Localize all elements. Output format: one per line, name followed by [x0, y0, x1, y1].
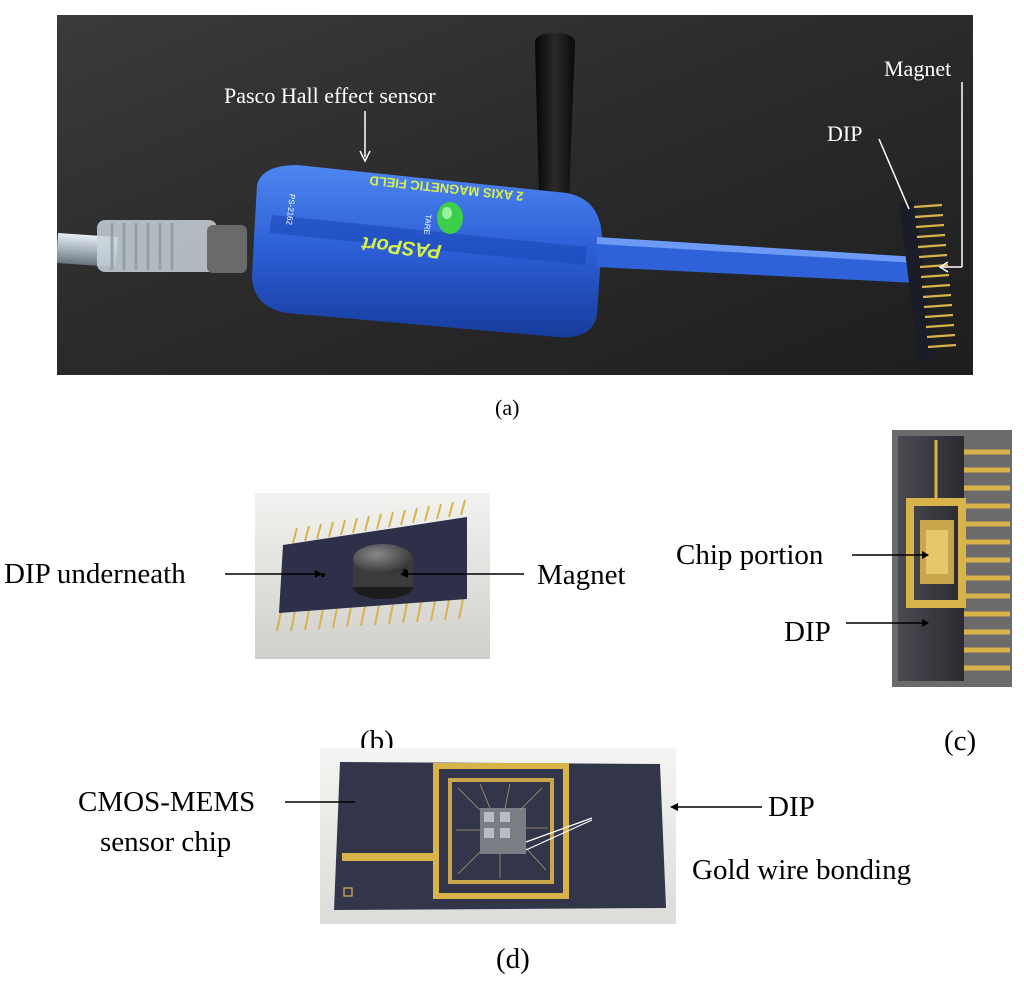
- arrow-dip-underneath: [225, 570, 322, 578]
- arrow-chip-portion: [852, 551, 929, 559]
- label-chip-portion: Chip portion: [676, 539, 824, 571]
- arrow-dip-c: [846, 619, 929, 627]
- label-pasco-sensor: Pasco Hall effect sensor: [224, 83, 436, 108]
- photo-d-illustration: [320, 748, 676, 924]
- photo-c-illustration: [892, 430, 1012, 687]
- label-cmos-line2: sensor chip: [100, 826, 232, 858]
- photo-a: 2 AXIS MAGNETIC FIELD PASPort TARE PS-21…: [57, 15, 973, 375]
- line-cmos: [285, 801, 355, 803]
- label-gold-wire: Gold wire bonding: [692, 854, 912, 886]
- label-dip-underneath: DIP underneath: [4, 558, 186, 590]
- photo-d: [320, 748, 676, 924]
- arrow-magnet-b: [400, 570, 524, 578]
- arrow-dip-d: [670, 803, 762, 811]
- label-cmos-line1: CMOS-MEMS: [78, 786, 256, 818]
- label-dip-c: DIP: [784, 616, 831, 648]
- caption-a: (a): [495, 395, 520, 420]
- photo-c: [892, 430, 1012, 687]
- caption-d: (d): [496, 943, 530, 975]
- label-dip-a: DIP: [827, 121, 863, 146]
- label-magnet-a: Magnet: [884, 56, 952, 81]
- caption-c: (c): [944, 725, 977, 757]
- label-magnet-b: Magnet: [537, 559, 626, 591]
- photo-a-illustration: [57, 15, 973, 375]
- label-dip-d: DIP: [768, 791, 815, 823]
